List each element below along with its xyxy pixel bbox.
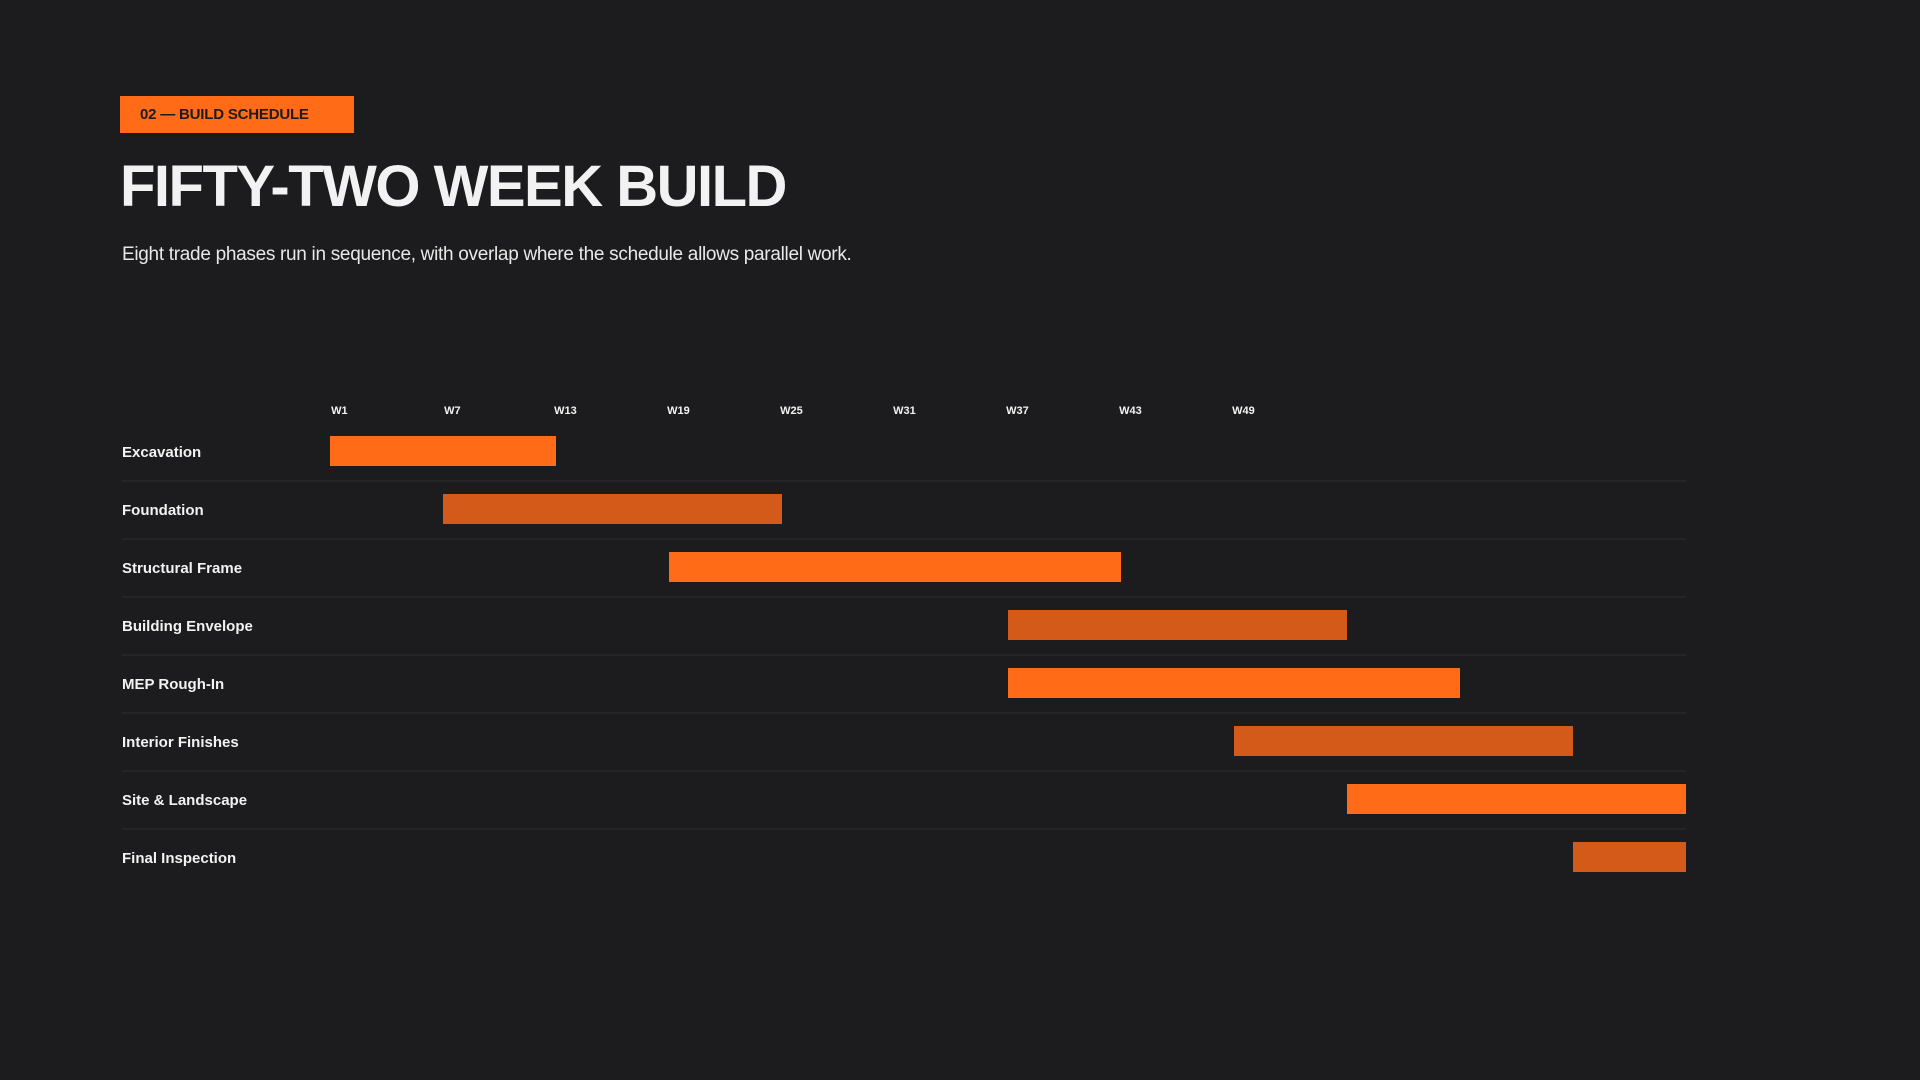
- task-label: Structural Frame: [122, 560, 242, 577]
- section-tag: 02 — BUILD SCHEDULE: [120, 96, 354, 133]
- task-label: Building Envelope: [122, 618, 253, 635]
- task-bar: [1347, 784, 1686, 814]
- gantt-row: MEP Rough-In: [122, 668, 1686, 714]
- x-tick-label: W1: [331, 405, 348, 417]
- x-tick-label: W13: [554, 405, 577, 417]
- x-axis-ticks: W1 W7 W13 W19 W25 W31 W37 W43 W49: [331, 405, 1255, 417]
- gantt-row: Interior Finishes: [122, 726, 1686, 772]
- task-label: Site & Landscape: [122, 792, 247, 809]
- task-bar: [1008, 610, 1347, 640]
- gantt-row: Foundation: [122, 494, 1686, 540]
- gantt-row: Excavation: [122, 436, 1686, 482]
- x-tick-label: W7: [444, 405, 461, 417]
- gantt-row: Building Envelope: [122, 610, 1686, 656]
- task-bar: [669, 552, 1121, 582]
- task-label: Final Inspection: [122, 850, 236, 867]
- x-tick-label: W19: [667, 405, 690, 417]
- x-tick-label: W37: [1006, 405, 1029, 417]
- gantt-row: Structural Frame: [122, 552, 1686, 598]
- task-label: MEP Rough-In: [122, 676, 224, 693]
- x-tick-label: W49: [1232, 405, 1255, 417]
- page-subtitle: Eight trade phases run in sequence, with…: [122, 244, 852, 265]
- task-bar: [330, 436, 556, 466]
- x-tick-label: W25: [780, 405, 803, 417]
- task-bar: [1008, 668, 1460, 698]
- gantt-row: Final Inspection: [122, 842, 1686, 872]
- x-tick-label: W43: [1119, 405, 1142, 417]
- task-bar: [1234, 726, 1573, 756]
- page-title: FIFTY-TWO WEEK BUILD: [120, 154, 787, 219]
- task-label: Interior Finishes: [122, 734, 239, 751]
- task-label: Excavation: [122, 444, 201, 461]
- task-bar: [1573, 842, 1686, 872]
- task-bar: [443, 494, 782, 524]
- task-label: Foundation: [122, 502, 204, 519]
- x-tick-label: W31: [893, 405, 916, 417]
- gantt-row: Site & Landscape: [122, 784, 1686, 830]
